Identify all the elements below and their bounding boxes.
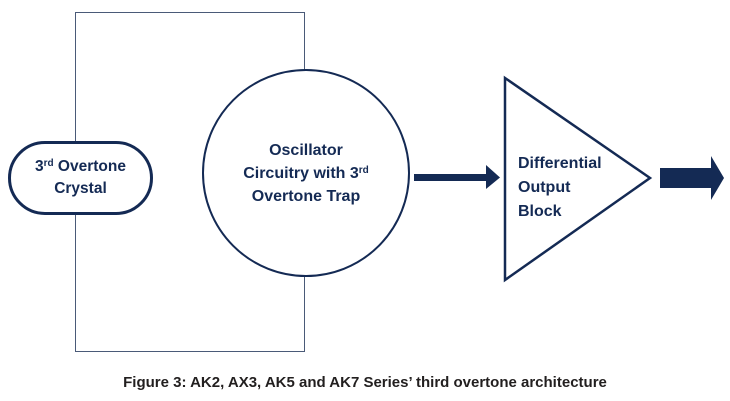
superscript-ord: rd	[358, 164, 369, 176]
crystal-label-line2: Crystal	[54, 180, 107, 197]
oscillator-label-line3: Overtone Trap	[251, 187, 361, 205]
differential-label-line1: Differential	[518, 155, 602, 172]
differential-output-triangle	[503, 75, 653, 283]
flow-arrow-icon	[414, 165, 500, 189]
figure-caption: Figure 3: AK2, AX3, AK5 and AK7 Series’ …	[123, 374, 607, 391]
oscillator-block-label: Oscillator Circuitry with 3rd Overtone T…	[243, 139, 369, 208]
crystal-block: 3rd Overtone Crystal	[8, 141, 153, 215]
oscillator-block: Oscillator Circuitry with 3rd Overtone T…	[202, 69, 410, 277]
oscillator-label-line2: Circuitry with 3rd	[243, 164, 369, 182]
differential-label-line3: Block	[518, 203, 562, 220]
differential-block-label: Differential Output Block	[518, 152, 602, 224]
differential-label-line2: Output	[518, 179, 571, 196]
output-arrow-icon	[660, 156, 724, 200]
crystal-block-label: 3rd Overtone Crystal	[35, 156, 126, 200]
superscript-ord: rd	[43, 158, 54, 169]
oscillator-label-line1: Oscillator	[269, 141, 343, 159]
crystal-label-line1: 3rd Overtone	[35, 158, 126, 175]
